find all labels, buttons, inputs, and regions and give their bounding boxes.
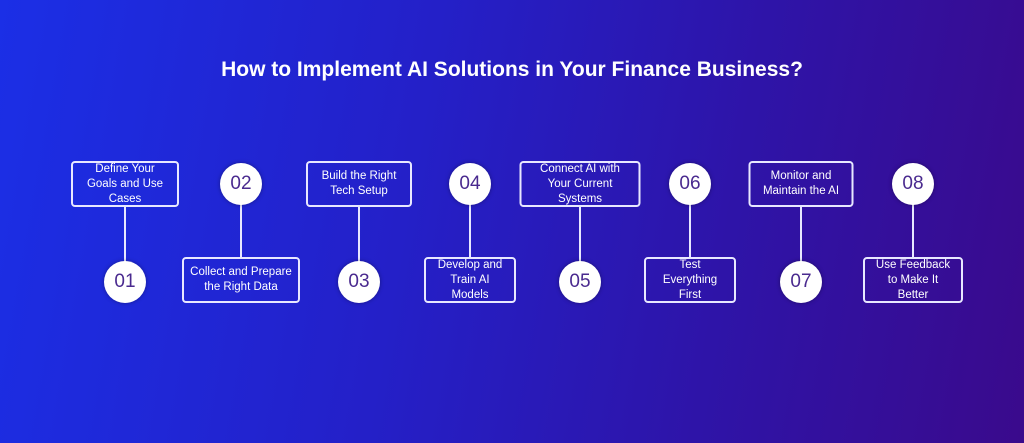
- connector-line: [689, 204, 691, 258]
- step-label-box: Test Everything First: [644, 257, 736, 303]
- connector-line: [358, 206, 360, 262]
- step-number-circle: 08: [892, 163, 934, 205]
- step-number-circle: 07: [780, 261, 822, 303]
- step-number-circle: 04: [449, 163, 491, 205]
- step-number-circle: 06: [669, 163, 711, 205]
- step-label-box: Collect and Prepare the Right Data: [182, 257, 300, 303]
- step-number-circle: 03: [338, 261, 380, 303]
- step-label-box: Monitor and Maintain the AI: [748, 161, 854, 207]
- connector-line: [579, 206, 581, 262]
- connector-line: [240, 204, 242, 258]
- connector-line: [800, 206, 802, 262]
- connector-line: [124, 206, 126, 262]
- step-number-circle: 01: [104, 261, 146, 303]
- step-label-box: Connect AI with Your Current Systems: [519, 161, 641, 207]
- step-label-box: Use Feedback to Make It Better: [863, 257, 963, 303]
- step-label-box: Build the Right Tech Setup: [306, 161, 412, 207]
- connector-line: [469, 204, 471, 258]
- page-title: How to Implement AI Solutions in Your Fi…: [221, 58, 803, 81]
- step-label-box: Define Your Goals and Use Cases: [71, 161, 179, 207]
- step-label-box: Develop and Train AI Models: [424, 257, 516, 303]
- connector-line: [912, 204, 914, 258]
- step-number-circle: 02: [220, 163, 262, 205]
- step-number-circle: 05: [559, 261, 601, 303]
